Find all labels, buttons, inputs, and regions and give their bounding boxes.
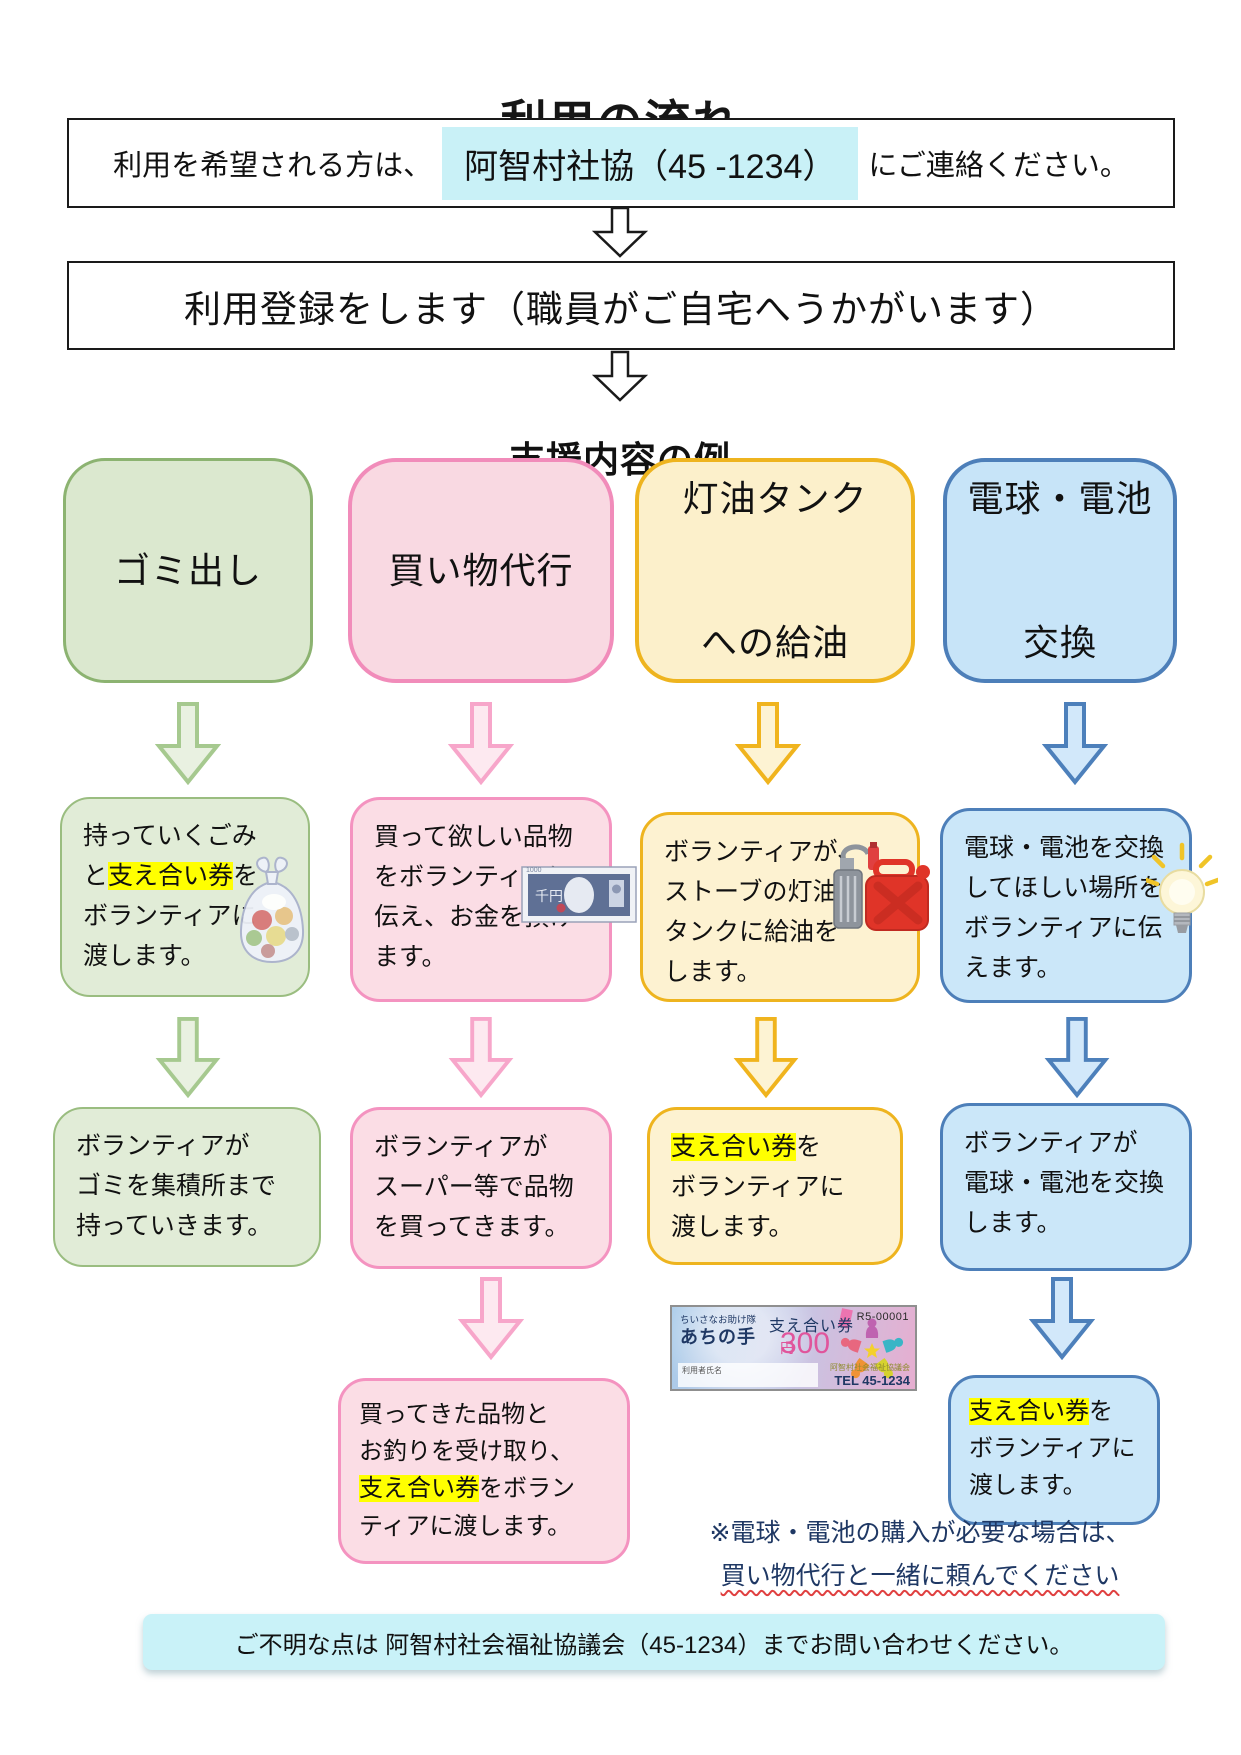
down-arrow-blue-3: [1029, 1277, 1095, 1360]
bulb-purchase-note: ※電球・電池の購入が必要な場合は、 買い物代行と一緒に頼んでください: [680, 1512, 1160, 1597]
ticket-name-label: 利用者氏名: [682, 1366, 722, 1375]
bulb-step3-box: 支え合い券をボランティアに渡します。: [948, 1375, 1160, 1525]
ticket-org: 阿智村社会福祉協議会: [830, 1363, 910, 1372]
bill-value-label: 千円: [535, 888, 563, 904]
note-line1: ※電球・電池の購入が必要な場合は、: [709, 1519, 1131, 1547]
ticket-title: 支え合い券: [769, 1318, 855, 1335]
down-arrow-pink-3: [458, 1277, 524, 1360]
down-arrow-yellow-2: [733, 1016, 799, 1098]
down-arrow-blue-1: [1042, 702, 1108, 785]
kerosene-step1-box: ボランティアが、ストーブの灯油タンクに給油をします。: [640, 812, 920, 1002]
light-bulb-icon: [1146, 842, 1218, 933]
footer-contact-text: ご不明な点は 阿智村社会福祉協議会（45-1234）までお問い合わせください。: [234, 1631, 1074, 1659]
ticket-brand: あちの手: [680, 1327, 756, 1347]
contact-phone-highlight: 阿智村社協（45 -1234）: [442, 126, 859, 200]
bulb-step1-box: 電球・電池を交換してほしい場所をボランティアに伝えます。: [940, 808, 1192, 1003]
down-arrow-pink-1: [448, 702, 514, 785]
down-arrow-yellow-1: [735, 702, 801, 785]
category-shopping: 買い物代行: [348, 458, 614, 683]
ticket-serial: R5-00001: [856, 1311, 909, 1323]
contact-box: 利用を希望される方は、 阿智村社協（45 -1234） にご連絡ください。: [67, 118, 1175, 208]
category-garbage: ゴミ出し: [63, 458, 313, 683]
ticket-name-field: [678, 1363, 818, 1387]
bulb-step2-box: ボランティアが電球・電池を交換します。: [940, 1103, 1192, 1271]
ticket-people-star-graphic: [840, 1318, 904, 1379]
kerosene-step2-box: 支え合い券をボランティアに渡します。: [647, 1107, 903, 1265]
down-arrow-green-2: [155, 1016, 221, 1098]
category-bulb: 電球・電池交換: [943, 458, 1177, 683]
registration-text: 利用登録をします（職員がご自宅へうかがいます）: [184, 288, 1058, 330]
down-arrow-black-2: [591, 350, 649, 402]
yen-bill-icon: 1000 千円: [521, 866, 637, 923]
down-arrow-blue-2: [1044, 1016, 1110, 1098]
ticket-tel: TEL 45-1234: [834, 1373, 910, 1388]
registration-box: 利用登録をします（職員がご自宅へうかがいます）: [67, 261, 1175, 350]
bill-corner-value: 1000: [526, 867, 542, 874]
garbage-bag-icon: [239, 856, 305, 964]
ticket-tagline: ちいさなお助け隊: [680, 1315, 757, 1326]
shopping-step2-box: ボランティアがスーパー等で品物を買ってきます。: [350, 1107, 612, 1269]
down-arrow-pink-2: [448, 1016, 514, 1098]
kerosene-tank-icon: [833, 842, 930, 931]
footer-contact-banner: ご不明な点は 阿智村社会福祉協議会（45-1234）までお問い合わせください。: [143, 1614, 1165, 1670]
garbage-step2-box: ボランティアがゴミを集積所まで持っていきます。: [53, 1107, 321, 1267]
contact-text-pre: 利用を希望される方は、: [113, 150, 433, 182]
category-kerosene: 灯油タンクへの給油: [635, 458, 915, 683]
shopping-step3-box: 買ってきた品物とお釣りを受け取り、支え合い券をボランティアに渡します。: [338, 1378, 630, 1564]
ticket-amount-unit: 円: [780, 1340, 794, 1356]
down-arrow-green-1: [155, 702, 221, 785]
down-arrow-black-1: [591, 206, 649, 258]
note-line2: 買い物代行と一緒に頼んでください: [720, 1561, 1120, 1590]
contact-text-post: にご連絡ください。: [868, 150, 1129, 182]
